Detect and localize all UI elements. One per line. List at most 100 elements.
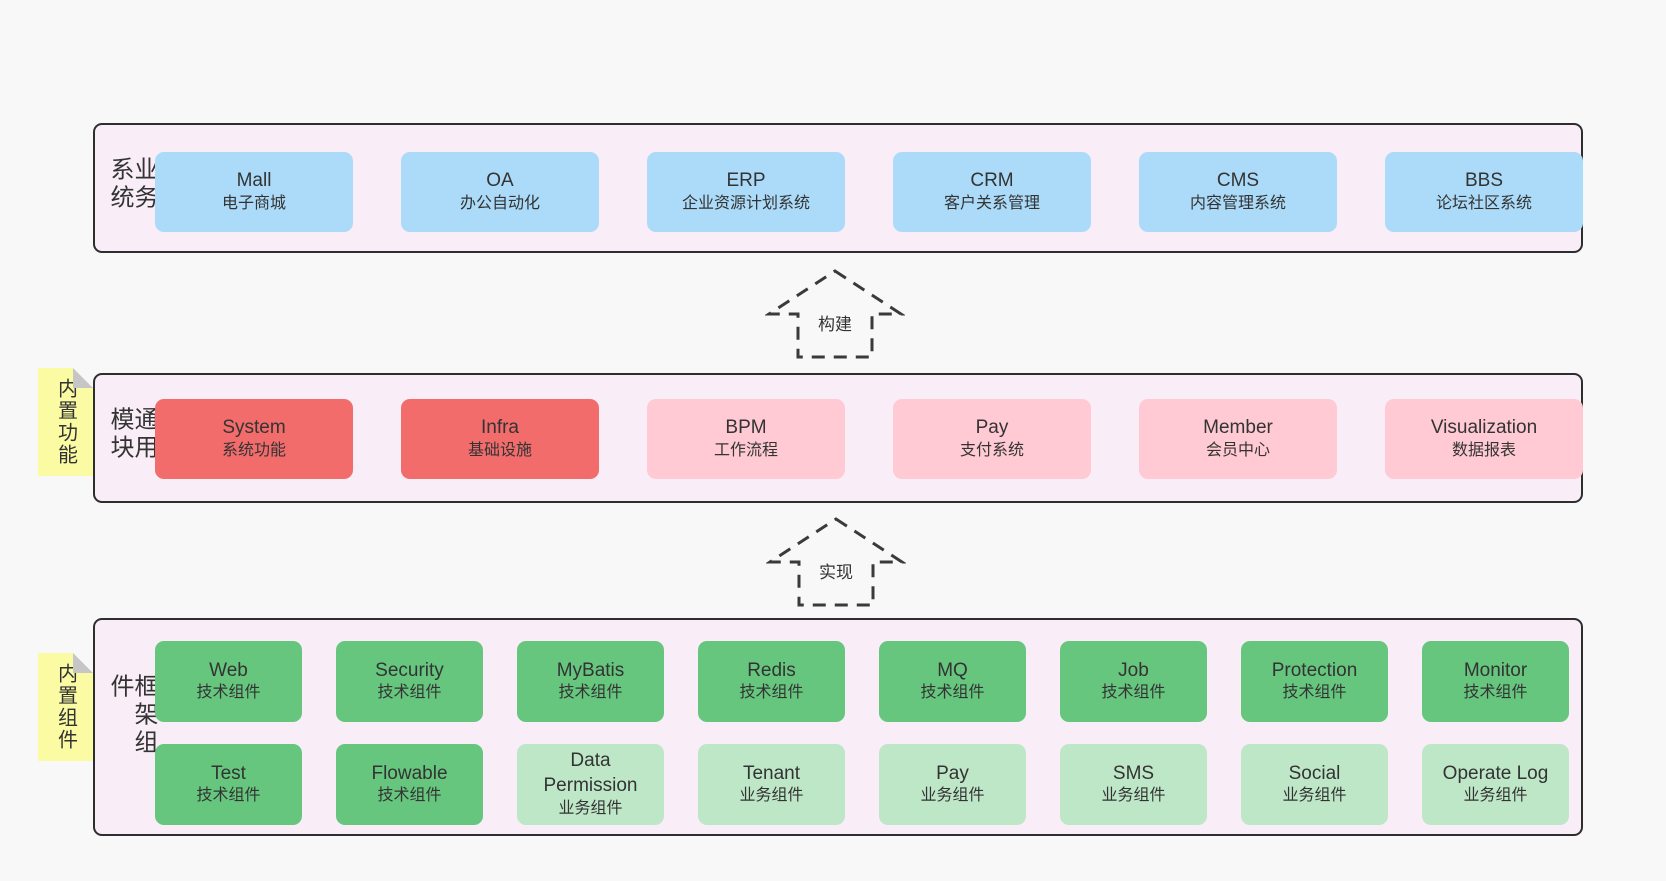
box-subtitle: 数据报表	[1451, 441, 1516, 459]
band-common-modules: 通用模块 System 系统功能 Infra 基础设施 BPM 工作流程 Pay…	[93, 373, 1583, 503]
box-title: Mall	[236, 170, 272, 192]
box-title: Tenant	[742, 762, 801, 784]
box-mq: MQ 技术组件	[879, 641, 1026, 722]
sticky-tab-label: 内置功能	[54, 378, 77, 466]
build-arrow: 构建	[765, 268, 905, 360]
box-member: Member 会员中心	[1139, 399, 1337, 479]
box-test: Test 技术组件	[155, 744, 302, 825]
box-title: Pay	[975, 417, 1009, 439]
box-subtitle: 客户关系管理	[943, 194, 1040, 212]
box-title: ERP	[726, 170, 766, 192]
box-subtitle: 系统功能	[221, 441, 286, 459]
box-subtitle: 业务组件	[1101, 787, 1166, 805]
modules-box-row: System 系统功能 Infra 基础设施 BPM 工作流程 Pay 支付系统…	[155, 399, 1583, 479]
box-monitor: Monitor 技术组件	[1422, 641, 1569, 722]
box-subtitle: 技术组件	[558, 684, 623, 702]
box-subtitle: 业务组件	[558, 799, 623, 817]
box-title: MQ	[937, 659, 968, 681]
box-title: Job	[1118, 659, 1149, 681]
band-label: 框架组件	[106, 673, 157, 758]
box-subtitle: 会员中心	[1205, 441, 1270, 459]
box-flowable: Flowable 技术组件	[336, 744, 483, 825]
box-title: Pay	[936, 762, 969, 784]
band-framework-components: 框架组件 Web 技术组件 Security 技术组件 MyBatis 技术组件…	[93, 618, 1583, 836]
implement-arrow: 实现	[766, 516, 906, 608]
box-cms: CMS 内容管理系统	[1139, 152, 1337, 232]
band-business-systems: 业务系统 Mall 电子商城 OA 办公自动化 ERP 企业资源计划系统 CRM…	[93, 123, 1583, 253]
dashed-up-arrow-icon	[766, 517, 906, 607]
box-subtitle: 业务组件	[1282, 787, 1347, 805]
box-web: Web 技术组件	[155, 641, 302, 722]
build-arrow-label: 构建	[815, 310, 855, 335]
box-erp: ERP 企业资源计划系统	[647, 152, 845, 232]
box-title: OA	[486, 170, 514, 192]
box-crm: CRM 客户关系管理	[893, 152, 1091, 232]
box-subtitle: 业务组件	[1463, 787, 1528, 805]
box-subtitle: 工作流程	[713, 441, 778, 459]
box-title: Redis	[747, 659, 796, 681]
box-title: BBS	[1464, 170, 1504, 192]
box-title: Monitor	[1463, 659, 1528, 681]
box-title: Flowable	[371, 762, 448, 784]
sticky-tab-built-in-components: 内置组件	[38, 653, 93, 761]
box-bbs: BBS 论坛社区系统	[1385, 152, 1583, 232]
framework-box-row-1: Web 技术组件 Security 技术组件 MyBatis 技术组件 Redi…	[155, 641, 1569, 722]
box-data-permission: Data Permission 业务组件	[517, 744, 664, 825]
business-box-row: Mall 电子商城 OA 办公自动化 ERP 企业资源计划系统 CRM 客户关系…	[155, 152, 1583, 232]
box-title: Data Permission	[543, 750, 638, 797]
box-title: Security	[375, 659, 444, 681]
box-title: Test	[211, 762, 246, 784]
box-mybatis: MyBatis 技术组件	[517, 641, 664, 722]
box-subtitle: 论坛社区系统	[1435, 194, 1532, 212]
box-pay: Pay 支付系统	[893, 399, 1091, 479]
box-title: System	[222, 417, 286, 439]
box-subtitle: 支付系统	[959, 441, 1024, 459]
box-subtitle: 技术组件	[920, 684, 985, 702]
box-subtitle: 技术组件	[196, 684, 261, 702]
box-title: Web	[209, 659, 248, 681]
box-subtitle: 技术组件	[196, 787, 261, 805]
box-subtitle: 技术组件	[739, 684, 804, 702]
box-operate-log: Operate Log 业务组件	[1422, 744, 1569, 825]
box-subtitle: 业务组件	[739, 787, 804, 805]
box-title: Infra	[480, 417, 520, 439]
box-subtitle: 技术组件	[1463, 684, 1528, 702]
implement-arrow-label: 实现	[816, 558, 856, 583]
box-protection: Protection 技术组件	[1241, 641, 1388, 722]
box-subtitle: 技术组件	[377, 787, 442, 805]
box-subtitle: 电子商城	[221, 194, 286, 212]
band-label: 通用模块	[106, 406, 157, 463]
box-pay-business: Pay 业务组件	[879, 744, 1026, 825]
box-oa: OA 办公自动化	[401, 152, 599, 232]
box-subtitle: 内容管理系统	[1189, 194, 1286, 212]
box-title: Visualization	[1430, 417, 1538, 439]
box-bpm: BPM 工作流程	[647, 399, 845, 479]
box-social: Social 业务组件	[1241, 744, 1388, 825]
band-label: 业务系统	[106, 156, 157, 213]
box-title: MyBatis	[556, 659, 625, 681]
box-system: System 系统功能	[155, 399, 353, 479]
box-title: SMS	[1112, 762, 1155, 784]
box-title: Member	[1203, 417, 1273, 439]
box-job: Job 技术组件	[1060, 641, 1207, 722]
box-title: CMS	[1216, 170, 1260, 192]
box-sms: SMS 业务组件	[1060, 744, 1207, 825]
box-tenant: Tenant 业务组件	[698, 744, 845, 825]
box-title: Protection	[1271, 659, 1358, 681]
box-subtitle: 办公自动化	[459, 194, 540, 212]
box-subtitle: 企业资源计划系统	[681, 194, 810, 212]
dashed-up-arrow-icon	[765, 269, 905, 359]
box-subtitle: 基础设施	[467, 441, 532, 459]
box-security: Security 技术组件	[336, 641, 483, 722]
framework-box-row-2: Test 技术组件 Flowable 技术组件 Data Permission …	[155, 744, 1569, 825]
box-visualization: Visualization 数据报表	[1385, 399, 1583, 479]
box-subtitle: 业务组件	[920, 787, 985, 805]
box-subtitle: 技术组件	[1101, 684, 1166, 702]
box-mall: Mall 电子商城	[155, 152, 353, 232]
box-infra: Infra 基础设施	[401, 399, 599, 479]
box-redis: Redis 技术组件	[698, 641, 845, 722]
sticky-tab-label: 内置组件	[54, 663, 77, 751]
box-subtitle: 技术组件	[377, 684, 442, 702]
box-title: Operate Log	[1442, 762, 1549, 784]
